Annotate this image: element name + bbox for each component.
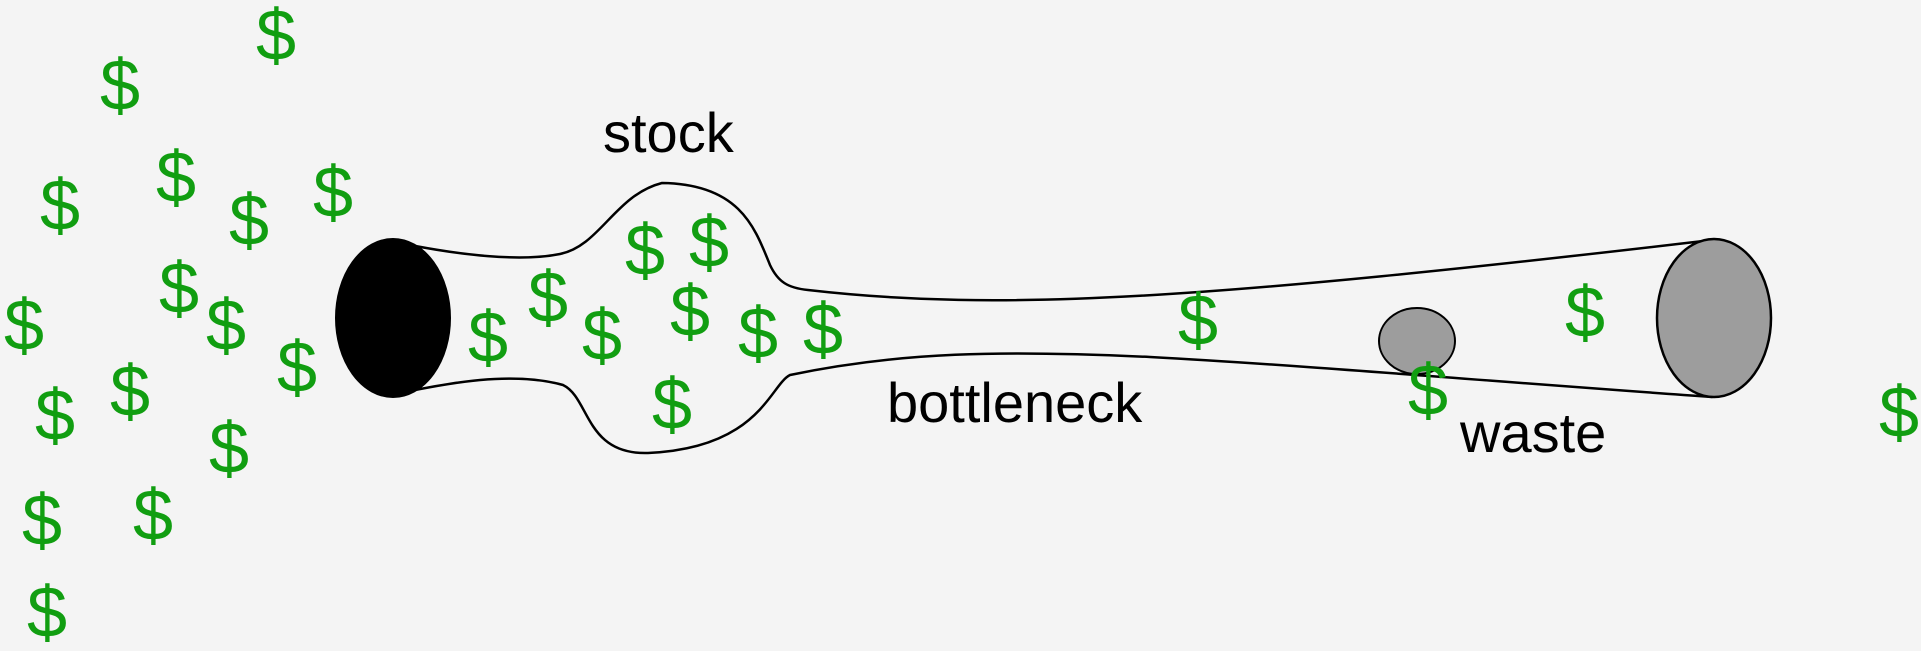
dollar-sign: $ xyxy=(277,328,317,408)
waste-leak-hole xyxy=(1378,307,1456,375)
stock-label: stock xyxy=(603,101,735,164)
dollar-sign: $ xyxy=(738,294,778,374)
dollar-sign: $ xyxy=(1565,273,1605,353)
dollar-sign: $ xyxy=(803,290,843,370)
bottleneck-label: bottleneck xyxy=(887,371,1143,434)
dollar-sign: $ xyxy=(229,181,269,261)
dollar-sign: $ xyxy=(4,286,44,366)
dollar-sign: $ xyxy=(528,258,568,338)
dollar-sign: $ xyxy=(1408,351,1448,431)
dollar-sign: $ xyxy=(40,166,80,246)
dollar-sign: $ xyxy=(625,211,665,291)
dollar-sign: $ xyxy=(27,573,67,651)
dollar-sign: $ xyxy=(110,352,150,432)
dollar-sign: $ xyxy=(1879,373,1919,453)
outlet-opening xyxy=(1655,237,1773,399)
dollar-sign: $ xyxy=(35,376,75,456)
dollar-sign: $ xyxy=(468,298,508,378)
dollar-sign: $ xyxy=(209,409,249,489)
dollar-sign: $ xyxy=(582,296,622,376)
dollar-sign: $ xyxy=(156,138,196,218)
dollar-sign: $ xyxy=(313,153,353,233)
dollar-sign: $ xyxy=(1178,281,1218,361)
dollar-sign: $ xyxy=(652,365,692,445)
dollar-sign: $ xyxy=(256,0,296,76)
dollar-sign: $ xyxy=(670,272,710,352)
dollar-sign: $ xyxy=(133,476,173,556)
dollar-sign: $ xyxy=(159,249,199,329)
dollar-sign: $ xyxy=(689,203,729,283)
dollar-sign: $ xyxy=(22,481,62,561)
waste-label: waste xyxy=(1459,401,1606,464)
inlet-opening xyxy=(335,238,451,398)
pipe-outline xyxy=(403,181,1714,455)
dollar-sign: $ xyxy=(100,46,140,126)
dollar-sign: $ xyxy=(206,286,246,366)
money-symbols: $ $ $ $ $ $ $ $ $ $ $ $ $ $ $ $ $ $ $ $ … xyxy=(4,0,1919,651)
